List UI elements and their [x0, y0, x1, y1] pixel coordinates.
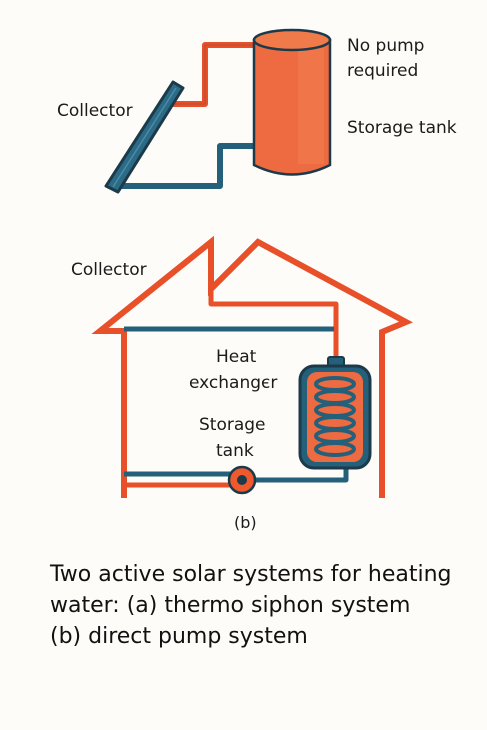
- cold-pipe-right: [254, 468, 349, 483]
- no-pump-label-line1: No pump: [347, 36, 425, 56]
- storage-label-line2: tank: [216, 441, 254, 461]
- panel-label-b: (b): [234, 513, 257, 532]
- storage-tank-b: [298, 356, 372, 470]
- collector-label-b: Collector: [71, 260, 147, 280]
- figure-caption: Two active solar systems for heating wat…: [50, 559, 480, 652]
- no-pump-label-line2: required: [347, 61, 419, 81]
- heat-label: Heat: [216, 347, 257, 367]
- caption-line2: water: (a) thermo siphon system: [50, 593, 411, 618]
- collector-panel: [104, 80, 185, 194]
- pump: [227, 465, 257, 495]
- hot-water-pipe: [172, 42, 256, 107]
- collector-label-a: Collector: [57, 101, 133, 121]
- heat-exchanger-coil: [314, 376, 356, 457]
- storage-label-line1: Storage: [199, 415, 266, 435]
- caption-line1: Two active solar systems for heating: [50, 562, 452, 587]
- hot-water-pipe-b: [208, 289, 339, 364]
- exchanger-label: exchangєr: [189, 373, 278, 393]
- storage-tank: [252, 28, 332, 176]
- storage-tank-label-a: Storage tank: [347, 118, 457, 138]
- solar-heating-diagram: [91, 28, 413, 498]
- thermosiphon-system: [104, 28, 332, 194]
- direct-pump-system: [91, 235, 413, 498]
- caption-line3: (b) direct pump system: [50, 624, 308, 649]
- cold-water-pipe: [118, 143, 256, 189]
